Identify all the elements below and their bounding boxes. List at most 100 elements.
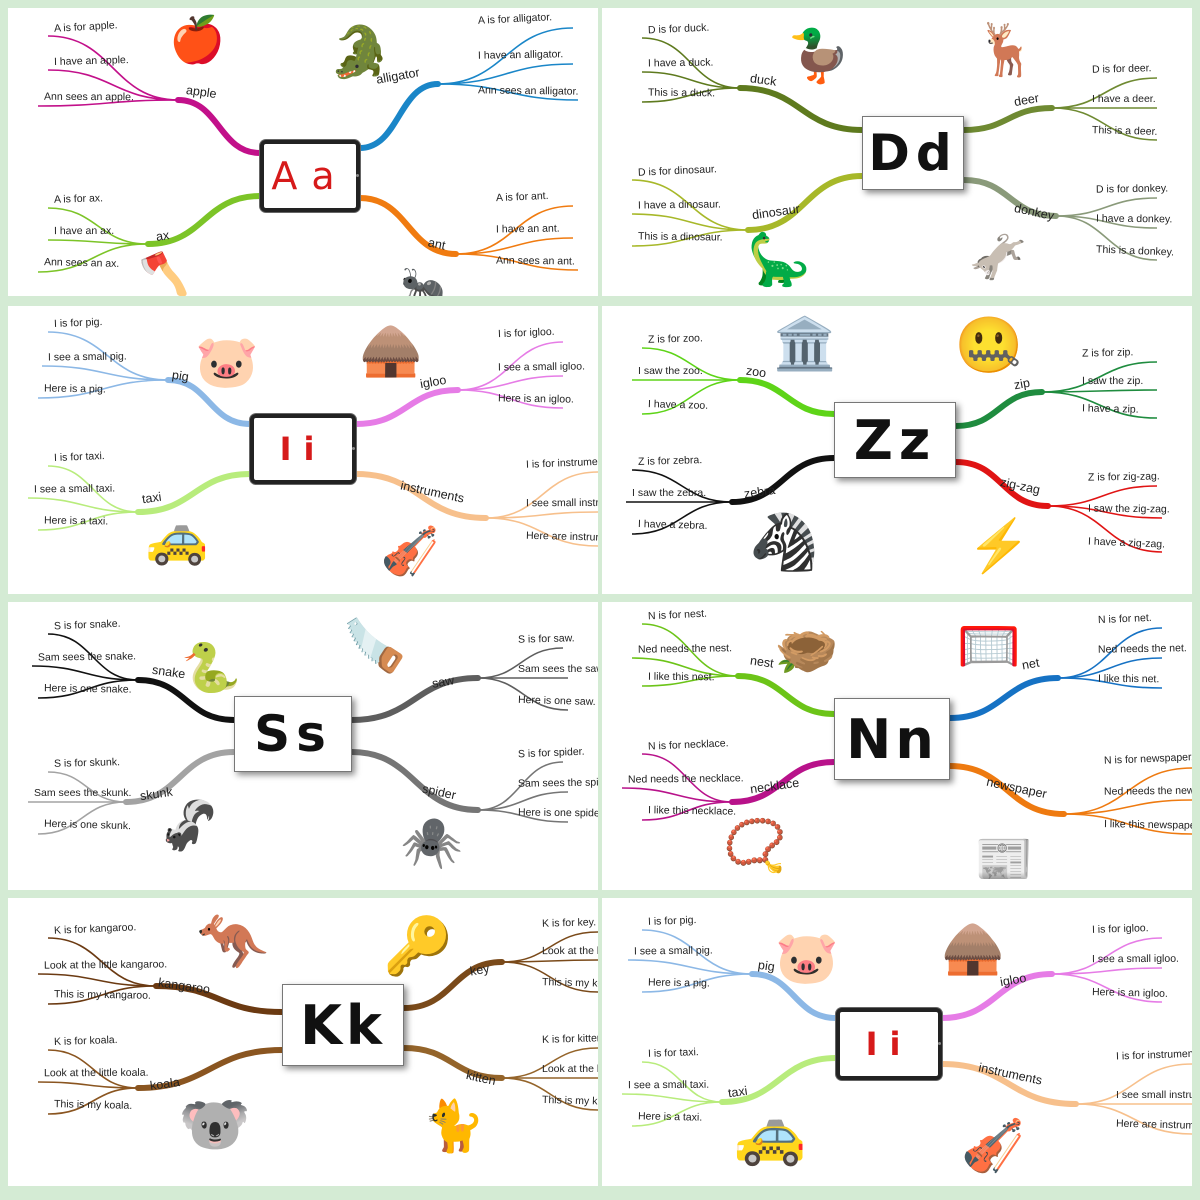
center-letter-box: Kk: [282, 984, 404, 1066]
sentence-igloo-2: Here is an igloo.: [1091, 986, 1169, 1000]
sub-branch-instruments-1: [485, 511, 598, 519]
igloo-icon: 🛖: [941, 918, 1005, 976]
center-letters: Dd: [868, 124, 958, 182]
kangaroo-icon: 🦘: [196, 910, 270, 975]
main-branch-zebra: [729, 455, 837, 505]
sub-branch-ax-2: [37, 243, 149, 273]
mind-map-panel-aa: A is for apple.I have an apple.Ann sees …: [8, 8, 598, 296]
necklace-icon: 📿: [723, 816, 787, 874]
main-branch-igloo: [353, 387, 461, 427]
sub-branch-igloo-0: [457, 341, 564, 391]
instruments-icon: 🎻: [380, 523, 440, 577]
sub-branch-igloo-1: [457, 375, 564, 391]
sub-branch-ax-0: [47, 207, 149, 245]
sub-branch-pig-0: [47, 331, 169, 381]
branch-lines: [621, 623, 1192, 835]
center-letter-box: Aa: [260, 140, 360, 212]
deer-icon: 🦌: [975, 20, 1039, 78]
sub-branch-instruments-2: [485, 517, 598, 547]
sub-branch-kangaroo-1: [37, 973, 157, 987]
sentence-net-2: I like this net.: [1097, 672, 1160, 686]
sentence-pig-2: Here is a pig.: [647, 976, 710, 990]
branch-label-ax: ax: [155, 228, 171, 244]
apple-icon: 🍎: [168, 13, 226, 65]
sentence-zip-2: I have a zip.: [1081, 402, 1139, 416]
main-branch-alligator: [357, 81, 441, 151]
sentence-taxi-0: I is for taxi.: [53, 449, 105, 465]
sub-branch-kitten-2: [501, 1077, 598, 1111]
sentence-zoo-2: I have a zoo.: [647, 398, 709, 412]
sentence-zoo-0: Z is for zoo.: [647, 332, 704, 346]
net-icon: 🥅: [957, 616, 1021, 674]
branch-lines: [37, 931, 598, 1115]
sub-branch-apple-0: [47, 35, 179, 101]
sub-branch-taxi-0: [641, 1061, 723, 1103]
sub-branch-zig-zag-2: [1047, 505, 1163, 553]
sentence-net-1: Ned needs the net.: [1097, 642, 1187, 656]
sub-branch-dinosaur-2: [631, 229, 749, 247]
main-branch-skunk: [123, 749, 237, 805]
sentence-newspaper-2: I like this newspaper.: [1103, 818, 1192, 832]
main-branch-instruments: [353, 471, 489, 521]
sentence-kitten-2: This is my kitten.: [541, 1093, 598, 1109]
sub-branch-zip-2: [1041, 391, 1158, 419]
main-branch-spider: [349, 749, 481, 813]
branch-lines: [631, 37, 1158, 261]
main-branch-zip: [953, 389, 1045, 429]
main-branch-key: [401, 959, 505, 1011]
sub-branch-donkey-2: [1055, 215, 1158, 261]
sub-branch-necklace-1: [621, 787, 733, 803]
sub-branch-key-2: [501, 961, 598, 993]
sub-branch-pig-2: [641, 973, 753, 993]
sentence-ant-2: Ann sees an ant.: [495, 254, 575, 268]
ax-icon: 🪓: [138, 250, 190, 296]
sub-branch-snake-1: [31, 665, 139, 681]
sentence-snake-1: Sam sees the snake.: [37, 650, 137, 664]
pig-icon: 🐷: [195, 332, 259, 390]
zigzag-icon: ⚡: [967, 516, 1031, 574]
sentence-zig-zag-0: Z is for zig-zag.: [1087, 470, 1160, 484]
main-branch-zig-zag: [953, 459, 1051, 509]
sub-branch-pig-1: [41, 365, 169, 381]
sentence-donkey-0: D is for donkey.: [1095, 182, 1169, 196]
sub-branch-saw-0: [477, 647, 564, 679]
sentence-zebra-2: I have a zebra.: [637, 518, 708, 532]
main-branch-duck: [737, 85, 865, 133]
sub-branch-zebra-2: [631, 501, 733, 535]
snake-icon: 🐍: [181, 642, 241, 695]
sentence-instruments-1: I see small instruments.: [1116, 1089, 1192, 1101]
sub-branch-necklace-2: [641, 801, 733, 821]
sentence-deer-2: This is a deer.: [1091, 124, 1158, 138]
main-branch-kitten: [401, 1045, 505, 1081]
main-branch-zoo: [737, 377, 837, 417]
sub-branch-kangaroo-0: [47, 937, 157, 987]
sub-branch-pig-0: [641, 929, 753, 975]
sentence-koala-0: K is for koala.: [53, 1033, 118, 1049]
branch-label-nest: nest: [749, 653, 775, 671]
sentence-skunk-1: Sam sees the skunk.: [34, 787, 132, 799]
sentence-deer-0: D is for deer.: [1091, 62, 1152, 76]
branch-label-net: net: [1020, 655, 1041, 673]
sub-branch-newspaper-2: [1063, 813, 1192, 835]
sentence-zig-zag-1: I saw the zig-zag.: [1087, 502, 1170, 516]
sentence-taxi-2: Here is a taxi.: [43, 514, 109, 528]
main-branch-apple: [175, 97, 263, 156]
main-branch-instruments: [939, 1061, 1079, 1107]
sentence-ax-0: A is for ax.: [53, 192, 104, 206]
sub-branch-saw-2: [477, 677, 569, 711]
center-letters: Ii: [279, 430, 327, 468]
sub-branch-donkey-1: [1055, 215, 1158, 229]
sentence-nest-1: Ned needs the nest.: [637, 642, 733, 656]
sentence-spider-1: Sam sees the spider.: [517, 776, 598, 790]
sub-branch-skunk-2: [37, 801, 127, 835]
sentence-duck-1: I have a duck.: [647, 56, 714, 70]
sentence-nest-0: N is for nest.: [647, 607, 708, 623]
branch-lines: [28, 633, 569, 835]
sentence-instruments-1: I see small instruments.: [525, 496, 598, 510]
sentence-necklace-1: Ned needs the necklace.: [627, 772, 744, 786]
mind-map-panel-nn: N is for nest. Ned needs the nest. I like …: [602, 602, 1192, 890]
sentence-kangaroo-2: This is my kangaroo.: [53, 988, 151, 1002]
sentence-zip-1: I saw the zip.: [1081, 374, 1144, 388]
sentence-ant-1: I have an ant.: [495, 222, 560, 236]
sentence-snake-0: S is for snake.: [53, 617, 121, 633]
